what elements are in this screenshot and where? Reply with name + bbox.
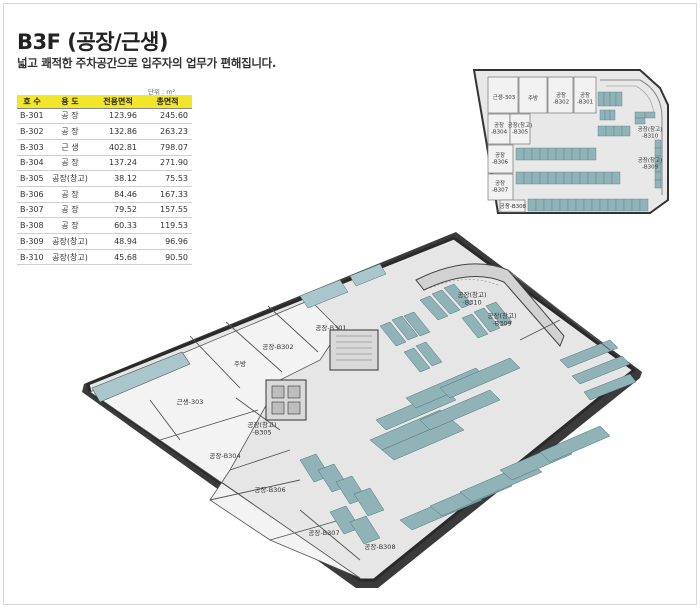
use-cell: 공 장 [47, 186, 93, 203]
unit-cell: B-301 [17, 107, 47, 125]
exclusive-area-cell: 137.24 [93, 155, 143, 172]
unit-cell: B-303 [17, 139, 47, 156]
total-area-cell: 271.90 [143, 155, 192, 172]
header-unit: 호 수 [17, 95, 47, 108]
exclusive-area-cell: 38.12 [93, 170, 143, 187]
area-table-header: 호 수 용 도 전용면적 총면적 [17, 95, 192, 108]
header-total-area: 총면적 [143, 95, 192, 108]
use-cell: 공 장 [47, 123, 93, 140]
use-cell: 공 장 [47, 107, 93, 125]
unit-cell: B-307 [17, 202, 47, 219]
use-cell: 공장(창고) [47, 233, 93, 250]
unit-cell: B-304 [17, 155, 47, 172]
exclusive-area-cell: 132.86 [93, 123, 143, 140]
total-area-cell: 263.23 [143, 123, 192, 140]
exclusive-area-cell: 79.52 [93, 202, 143, 219]
unit-cell: B-310 [17, 249, 47, 266]
header-exclusive-area: 전용면적 [93, 95, 143, 108]
unit-label: 단위 : m² [148, 88, 176, 96]
unit-cell: B-305 [17, 170, 47, 187]
exclusive-area-cell: 45.68 [93, 249, 143, 266]
use-cell: 공장(창고) [47, 170, 93, 187]
use-cell: 공장(창고) [47, 249, 93, 266]
unit-cell: B-302 [17, 123, 47, 140]
use-cell: 근 생 [47, 139, 93, 156]
exclusive-area-cell: 123.96 [93, 107, 143, 125]
total-area-cell: 157.55 [143, 202, 192, 219]
page-frame [3, 3, 697, 605]
total-area-cell: 798.07 [143, 139, 192, 156]
use-cell: 공 장 [47, 217, 93, 234]
use-cell: 공 장 [47, 202, 93, 219]
use-cell: 공 장 [47, 155, 93, 172]
total-area-cell: 90.50 [143, 249, 192, 266]
total-area-cell: 167.33 [143, 186, 192, 203]
exclusive-area-cell: 84.46 [93, 186, 143, 203]
page-title: B3F (공장/근생) [17, 30, 168, 54]
exclusive-area-cell: 48.94 [93, 233, 143, 250]
total-area-cell: 96.96 [143, 233, 192, 250]
total-area-cell: 119.53 [143, 217, 192, 234]
exclusive-area-cell: 402.81 [93, 139, 143, 156]
exclusive-area-cell: 60.33 [93, 217, 143, 234]
unit-cell: B-306 [17, 186, 47, 203]
total-area-cell: 245.60 [143, 107, 192, 125]
header-use: 용 도 [47, 95, 93, 108]
unit-cell: B-308 [17, 217, 47, 234]
total-area-cell: 75.53 [143, 170, 192, 187]
page-subtitle: 넓고 쾌적한 주차공간으로 입주자의 업무가 편해집니다. [17, 56, 277, 70]
unit-cell: B-309 [17, 233, 47, 250]
